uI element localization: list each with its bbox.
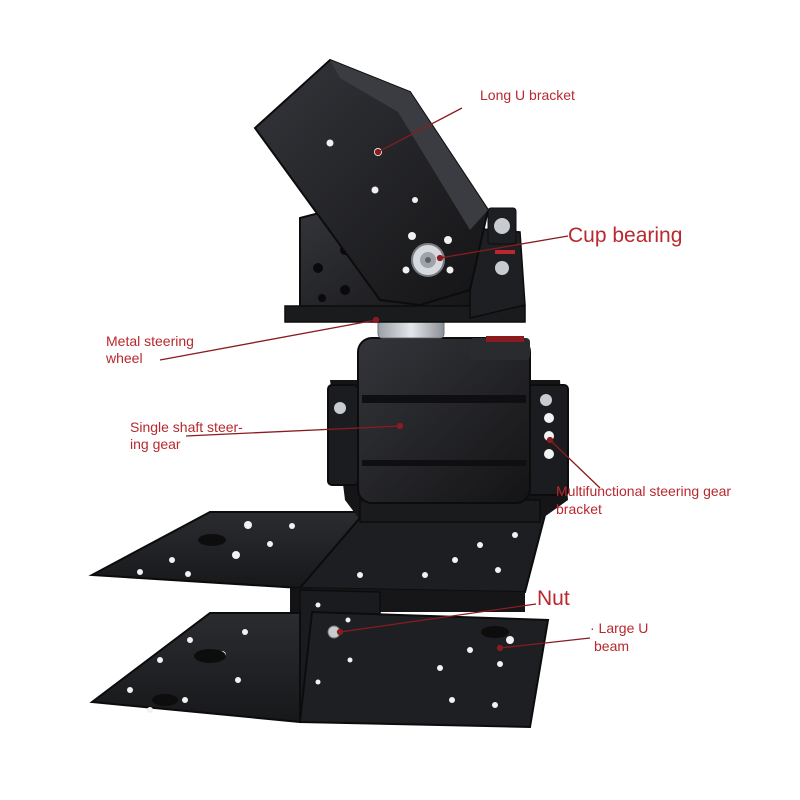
leader-lines	[159, 107, 601, 652]
label-multifunctional-bracket-line2: bracket	[556, 501, 602, 517]
large-u-beam	[88, 510, 550, 729]
label-large-u-beam-line2: beam	[594, 638, 630, 654]
servo-motor	[357, 336, 531, 504]
label-cup-bearing: Cup bearing	[568, 224, 683, 247]
cup-bearing	[411, 243, 445, 277]
label-large-u-beam-line1: · Large U	[590, 620, 649, 636]
label-single-shaft-gear-line1: Single shaft steer-	[130, 419, 243, 435]
label-metal-steering-wheel-line2: wheel	[106, 350, 143, 366]
label-metal-steering-wheel-line1: Metal steering	[106, 333, 194, 349]
label-single-shaft-gear-line2: ing gear	[130, 436, 181, 452]
label-multifunctional-bracket-line1: Multifunctional steering gear	[556, 483, 732, 499]
label-long-u-bracket: Long U bracket	[480, 87, 575, 103]
label-nut: Nut	[537, 587, 570, 610]
